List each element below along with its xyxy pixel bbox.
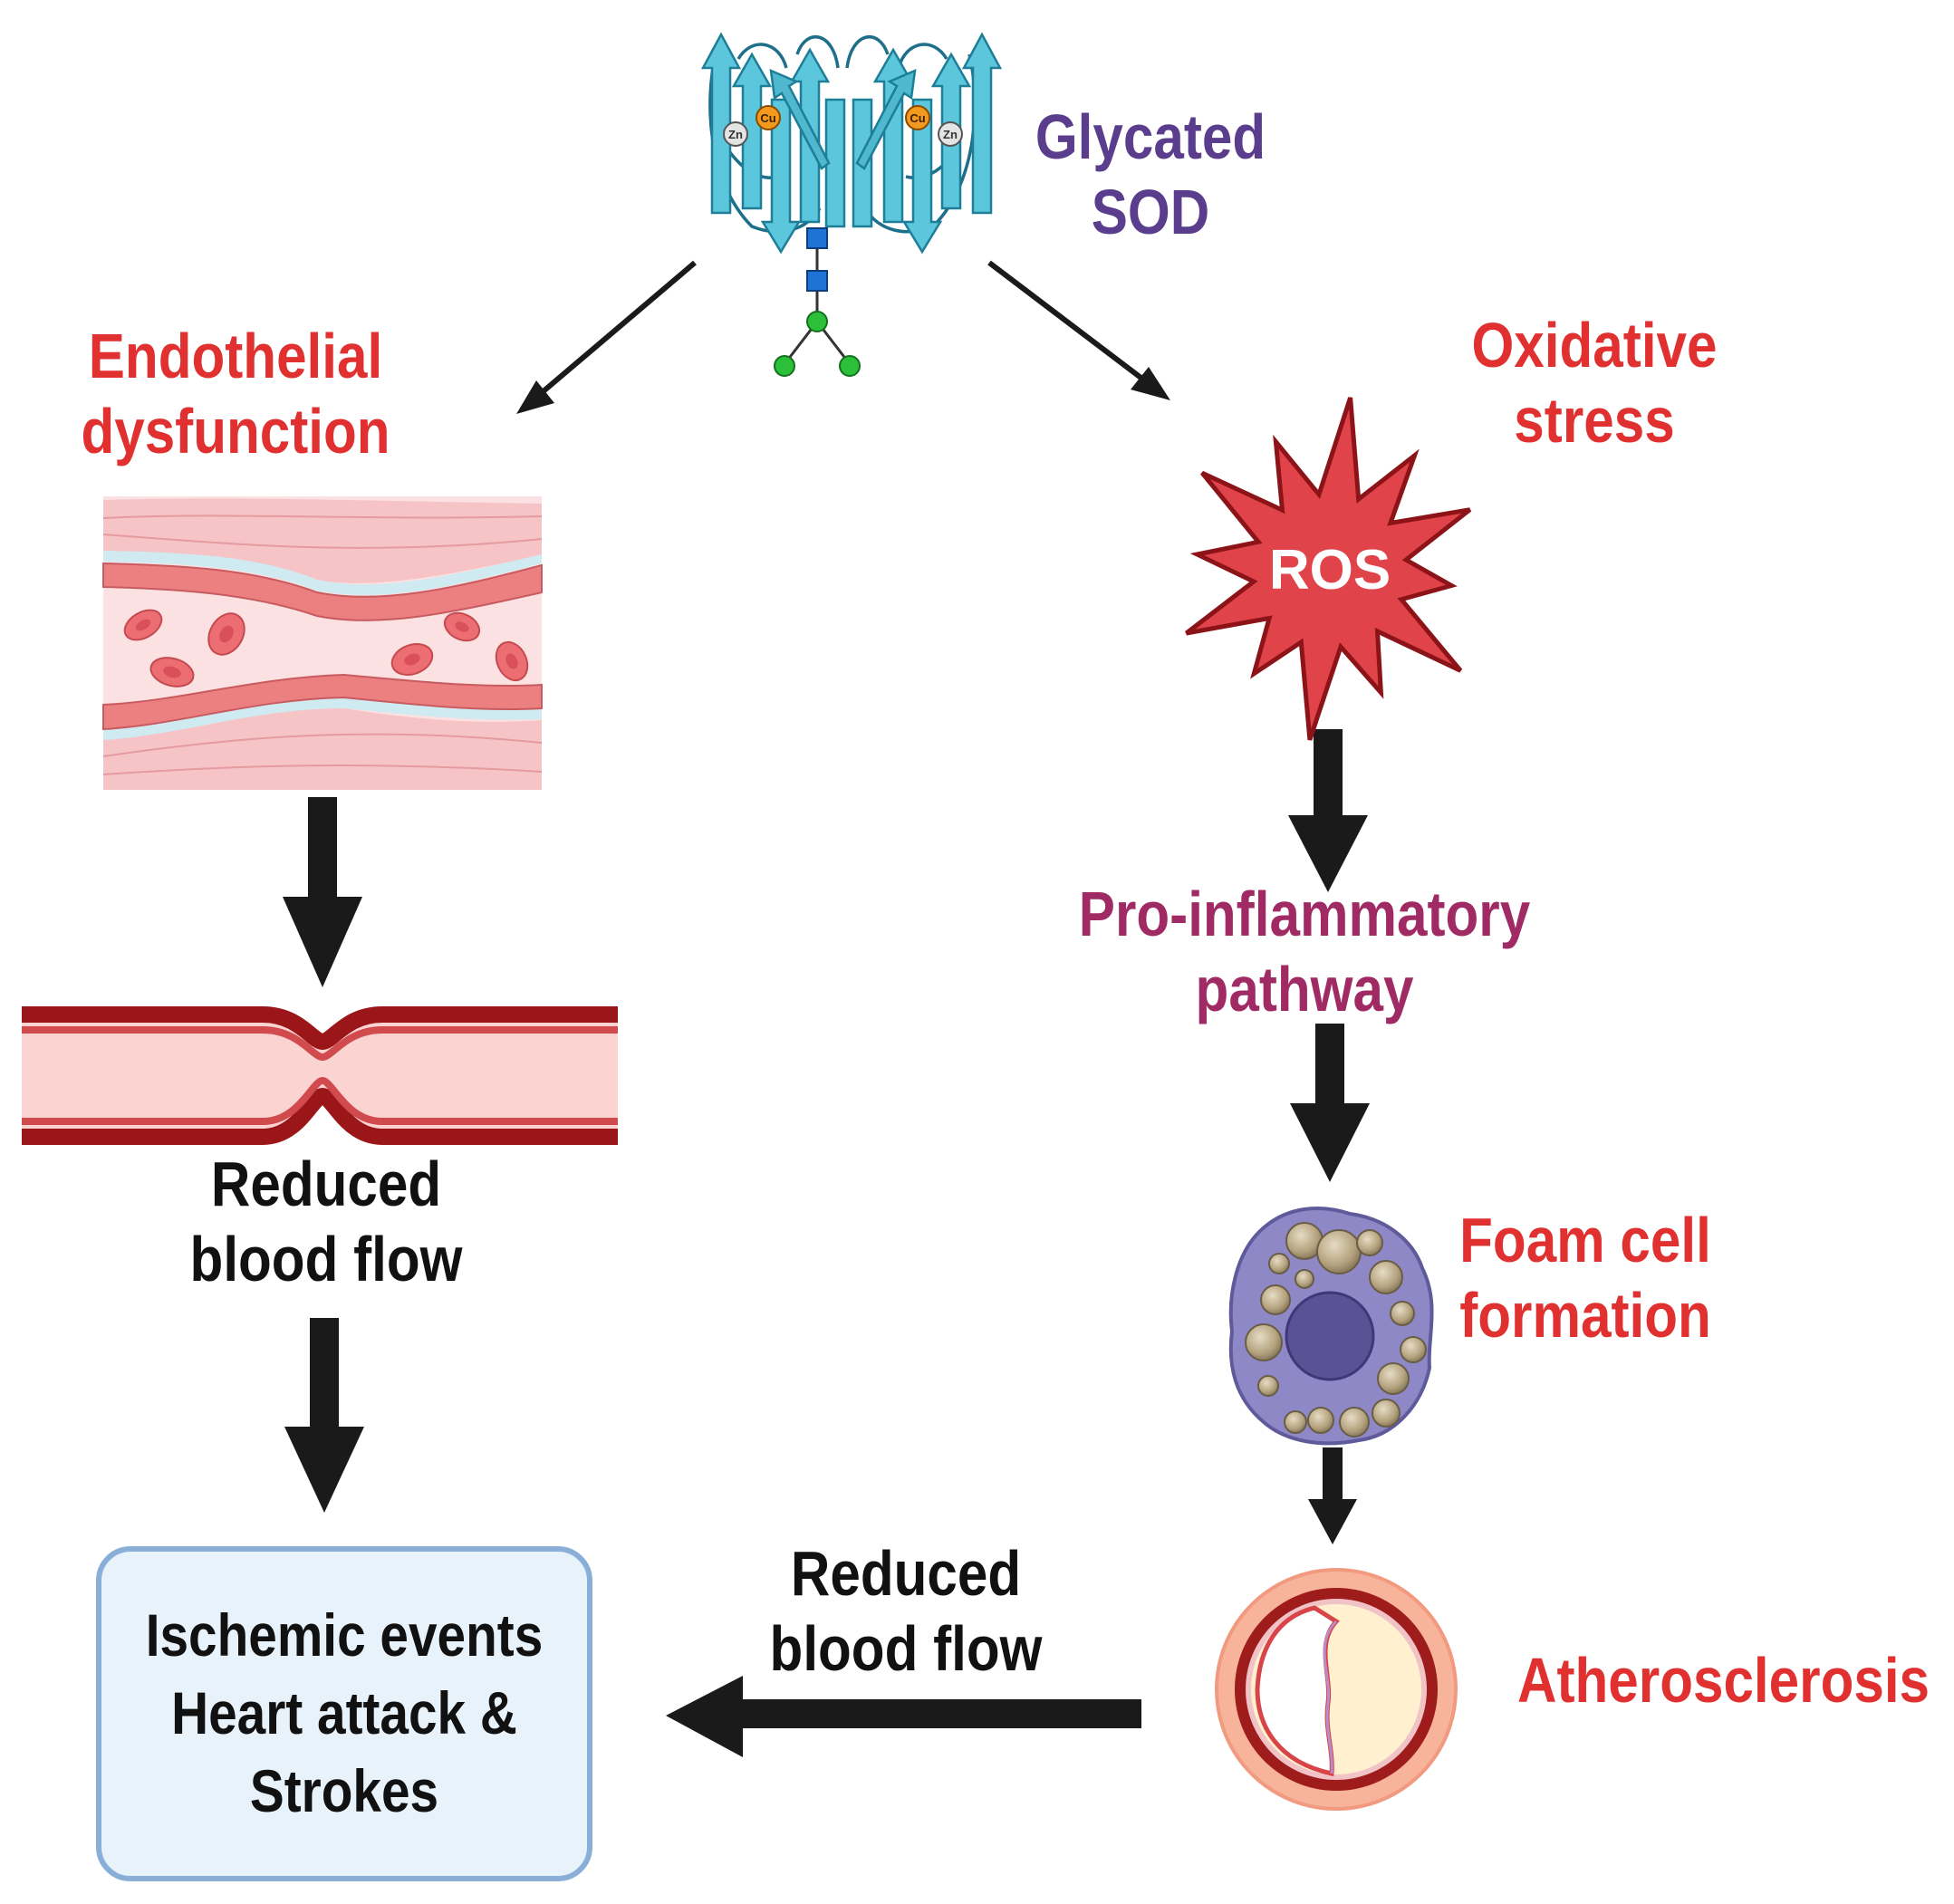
outcome-box: Ischemic events Heart attack & Strokes (96, 1546, 592, 1881)
blood-vessel-icon (102, 496, 543, 790)
oxidative-stress-label: Oxidative stress (1471, 310, 1718, 456)
reduced-blood-flow-bottom-label: Reduced blood flow (769, 1538, 1043, 1684)
svg-text:Cu: Cu (760, 111, 775, 125)
ros-label: ROS (1269, 539, 1391, 601)
svg-text:Cu: Cu (910, 111, 925, 125)
narrowed-artery-icon (22, 1006, 618, 1145)
glycated-sod-label: Glycated SOD (1035, 101, 1266, 247)
arrow-narrowed-to-outcome (284, 1318, 364, 1513)
artery-cross-section-icon (1215, 1568, 1458, 1811)
ros-star-icon: ROS (1185, 397, 1472, 741)
arrow-ros-to-inflammatory (1288, 729, 1368, 892)
svg-text:Zn: Zn (728, 128, 743, 141)
svg-text:Zn: Zn (943, 128, 958, 141)
zinc-ion-icon: Zn (938, 121, 963, 147)
foam-cell-label: Foam cell formation (1459, 1205, 1711, 1351)
foam-cell-icon (1228, 1207, 1434, 1446)
endothelial-dysfunction-label: Endothelial dysfunction (81, 321, 390, 466)
arrow-inflammatory-to-foam (1290, 1024, 1370, 1182)
zinc-ion-icon: Zn (723, 121, 748, 147)
pro-inflammatory-label: Pro-inflammatory pathway (1078, 879, 1531, 1024)
arrow-foam-to-atherosclerosis (1308, 1447, 1357, 1544)
arrow-sod-to-oxidative (987, 260, 1170, 400)
copper-ion-icon: Cu (905, 105, 930, 130)
arrow-vessel-to-narrowed (283, 797, 362, 987)
copper-ion-icon: Cu (756, 105, 781, 130)
protein-dimer-icon: Zn Cu Cu Zn (700, 32, 1003, 377)
atherosclerosis-label: Atherosclerosis (1517, 1645, 1930, 1716)
arrow-sod-to-endothelial (516, 260, 697, 414)
glycan-chain-icon (774, 227, 861, 377)
outcome-line: Ischemic events Heart attack & Strokes (145, 1601, 544, 1824)
arrow-atherosclerosis-to-outcome (666, 1676, 1141, 1757)
reduced-blood-flow-left-label: Reduced blood flow (189, 1149, 463, 1294)
